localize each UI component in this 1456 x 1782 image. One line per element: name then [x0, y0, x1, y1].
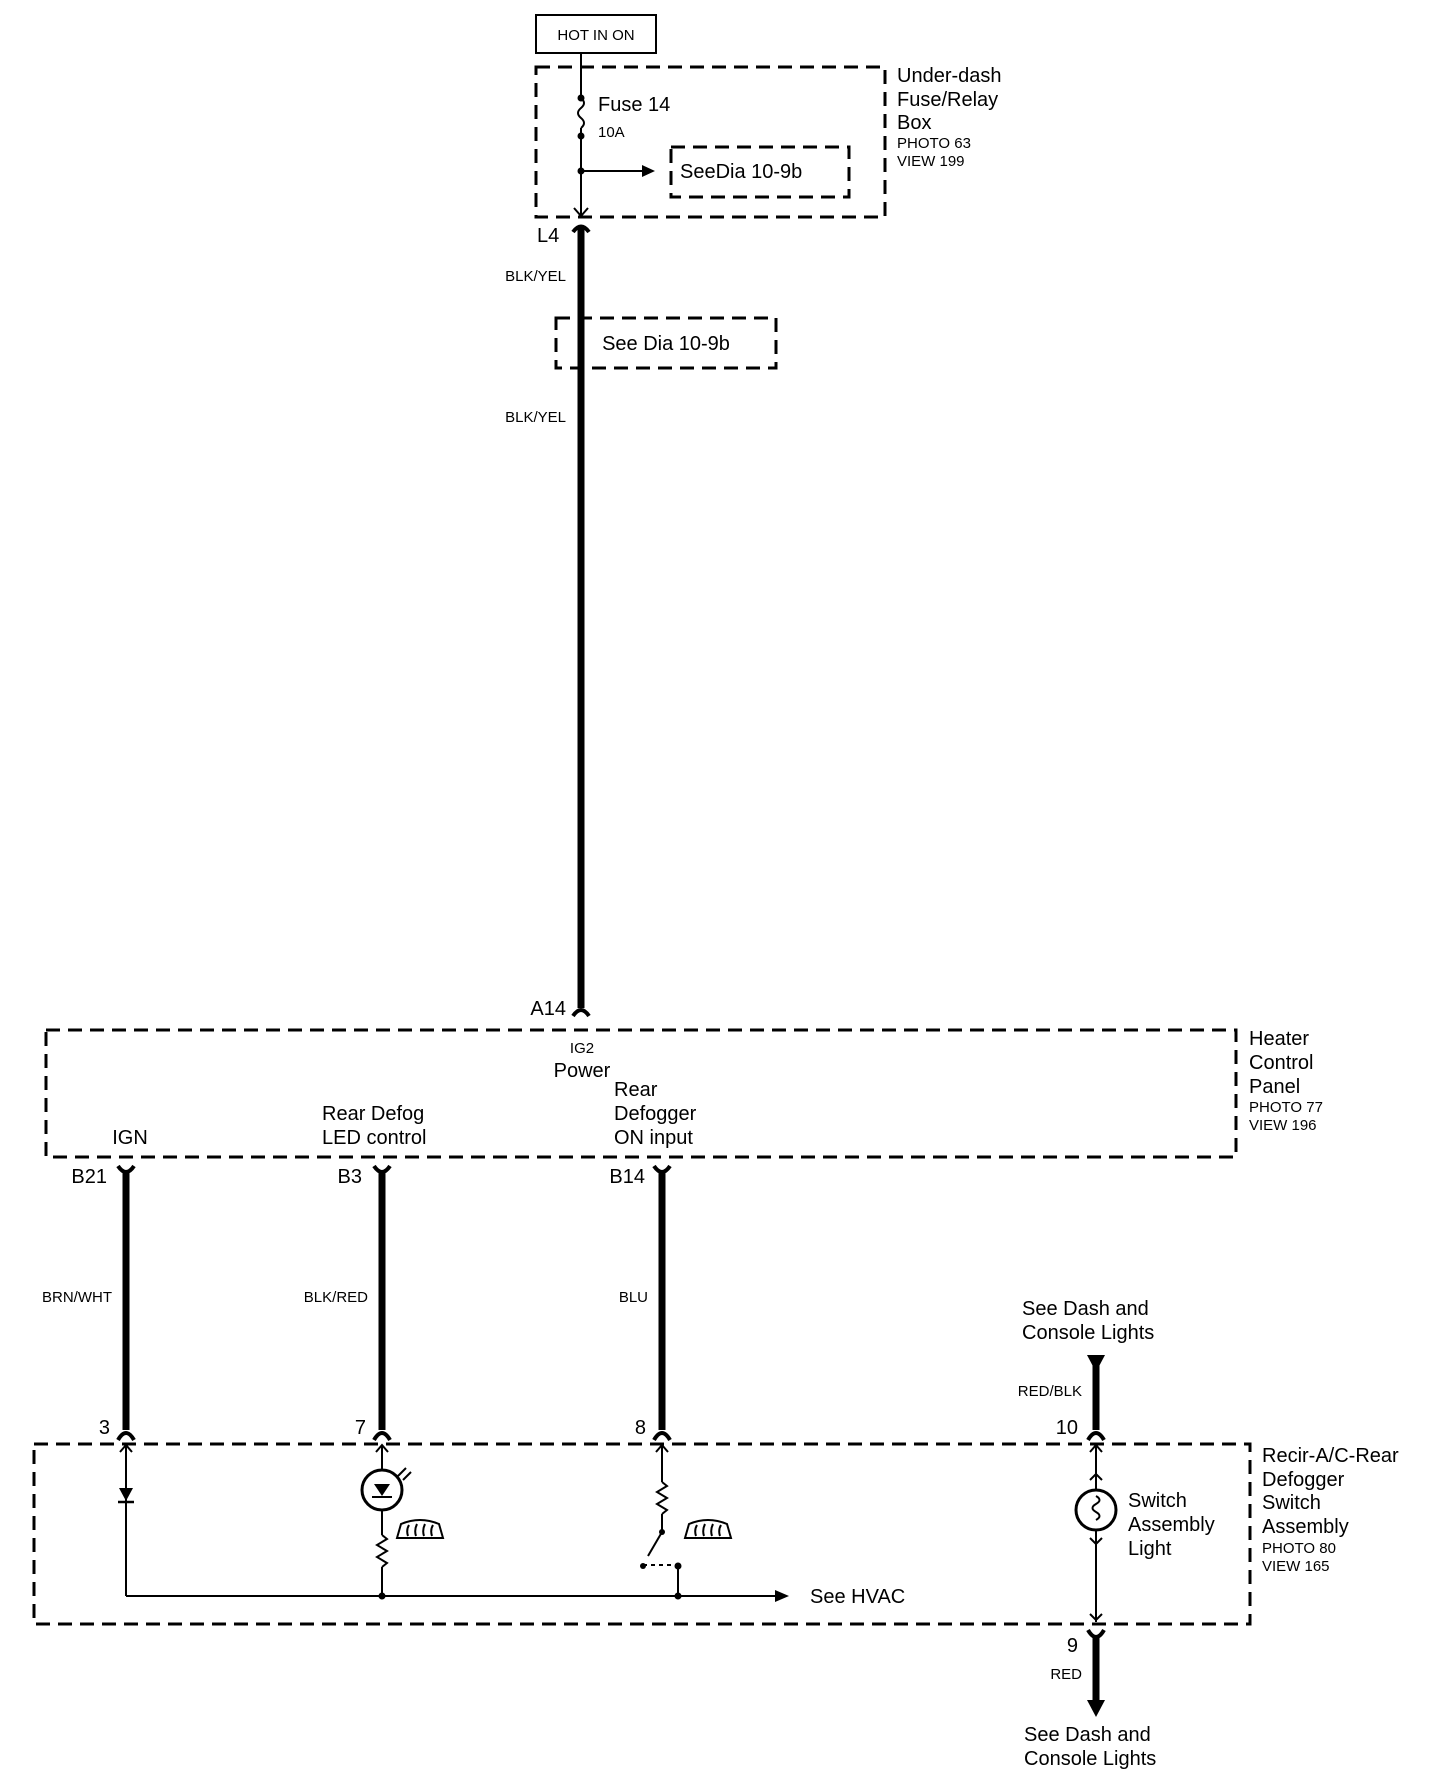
switch-assembly-name-3: Switch: [1262, 1492, 1321, 1514]
resistor-icon: [375, 1534, 389, 1568]
led-label-2: LED control: [322, 1127, 427, 1149]
pin-7: 7: [355, 1417, 366, 1439]
dash-lights-out-wire: 9 RED See Dash and Console Lights: [1024, 1628, 1156, 1770]
fuse-box-name-1: Under-dash: [897, 65, 1002, 87]
fuse-label: Fuse 14: [598, 94, 670, 116]
mid-ref: See Dia 10-9b: [602, 333, 730, 355]
pin-b21: B21: [71, 1166, 107, 1188]
light-label-2: Assembly: [1128, 1514, 1215, 1536]
rear-defog-icon-2: [683, 1519, 733, 1539]
switch-assembly-view: VIEW 165: [1262, 1558, 1330, 1575]
wire-color-power-upper: BLK/YEL: [505, 268, 566, 285]
power-wire: L4 BLK/YEL See Dia 10-9b BLK/YEL A14: [505, 207, 778, 1020]
hot-in-on-label: HOT IN ON: [557, 27, 634, 44]
heater-panel-name-1: Heater: [1249, 1028, 1309, 1050]
defog-on-wire: B14 BLU 8: [609, 1164, 672, 1442]
switch-assembly-name-4: Assembly: [1262, 1516, 1349, 1538]
pin-b14: B14: [609, 1166, 645, 1188]
pin-b3: B3: [338, 1166, 362, 1188]
wire-color-led: BLK/RED: [304, 1289, 368, 1306]
pin-9: 9: [1067, 1635, 1078, 1657]
connector-l4: L4: [537, 225, 559, 247]
pin-10: 10: [1056, 1417, 1078, 1439]
ign-label: IGN: [112, 1127, 148, 1149]
light-label-3: Light: [1128, 1538, 1172, 1560]
defog-label-3: ON input: [614, 1127, 693, 1149]
led-wire: B3 BLK/RED 7: [304, 1164, 392, 1442]
defog-switch-icon: [647, 1531, 663, 1557]
see-hvac: See HVAC: [810, 1586, 905, 1608]
fuse-box-name-3: Box: [897, 112, 931, 134]
ign-wire: B21 BRN/WHT 3: [42, 1164, 136, 1442]
switch-assembly: Recir-A/C-Rear Defogger Switch Assembly …: [32, 1442, 1399, 1626]
bulb-icon: [1074, 1488, 1118, 1532]
fuse-box-ref: SeeDia 10-9b: [680, 161, 802, 183]
power-label: Power: [554, 1060, 611, 1082]
fuse-box-photo: PHOTO 63: [897, 135, 971, 152]
led-label-1: Rear Defog: [322, 1103, 424, 1125]
dash-lights-bottom-1: See Dash and: [1024, 1724, 1151, 1746]
light-label-1: Switch: [1128, 1490, 1187, 1512]
defog-label-2: Defogger: [614, 1103, 697, 1125]
diode-icon: [119, 1488, 133, 1501]
heater-panel-photo: PHOTO 77: [1249, 1099, 1323, 1116]
wire-color-defog-on: BLU: [619, 1289, 648, 1306]
rear-defog-icon: [395, 1519, 445, 1539]
dash-lights-bottom-2: Console Lights: [1024, 1748, 1156, 1770]
wire-color-ign: BRN/WHT: [42, 1289, 112, 1306]
fuse-rating: 10A: [598, 124, 625, 141]
dash-lights-top-1: See Dash and: [1022, 1298, 1149, 1320]
wire-color-power-lower: BLK/YEL: [505, 409, 566, 426]
defog-label-1: Rear: [614, 1079, 658, 1101]
fuse-box-name-2: Fuse/Relay: [897, 89, 998, 111]
fuse-relay-box: SeeDia 10-9b Fuse 14 10A Under-dash Fuse…: [534, 53, 1002, 219]
switch-assembly-name-2: Defogger: [1262, 1469, 1345, 1491]
power-sub-label: IG2: [570, 1040, 594, 1057]
pin-8: 8: [635, 1417, 646, 1439]
dash-lights-wire: See Dash and Console Lights RED/BLK 10: [1018, 1298, 1154, 1442]
dash-lights-top-2: Console Lights: [1022, 1322, 1154, 1344]
heater-panel-name-3: Panel: [1249, 1076, 1300, 1098]
fuse-box-view: VIEW 199: [897, 153, 965, 170]
switch-assembly-name-1: Recir-A/C-Rear: [1262, 1445, 1399, 1467]
switch-assembly-photo: PHOTO 80: [1262, 1540, 1336, 1557]
wire-color-lights-out: RED: [1050, 1666, 1082, 1683]
heater-control-panel: IG2 Power Rear Defogger ON input Rear De…: [44, 1028, 1323, 1159]
pin-a14: A14: [530, 998, 566, 1020]
pin-3: 3: [99, 1417, 110, 1439]
heater-panel-view: VIEW 196: [1249, 1117, 1317, 1134]
heater-panel-name-2: Control: [1249, 1052, 1313, 1074]
hot-in-on-box: HOT IN ON: [535, 14, 657, 54]
wire-color-lights-in: RED/BLK: [1018, 1383, 1082, 1400]
